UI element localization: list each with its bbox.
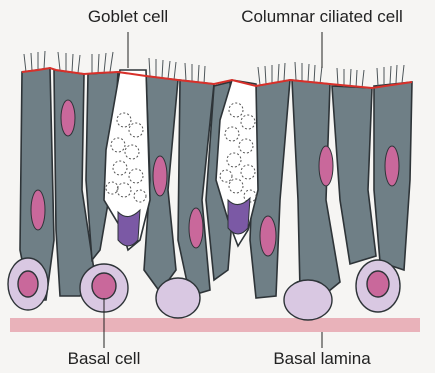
basal-lamina <box>10 318 420 332</box>
basal-cell-nucleus <box>18 271 38 297</box>
basal-cell-nucleus <box>367 271 389 297</box>
basal-cell <box>156 278 200 318</box>
columnar-cells <box>20 68 412 300</box>
columnar-cell <box>332 86 376 264</box>
basal-cell-label: Basal cell <box>68 349 141 368</box>
columnar-cell <box>292 80 340 300</box>
goblet-cell-label: Goblet cell <box>88 7 168 26</box>
columnar-ciliated-cell-label: Columnar ciliated cell <box>241 7 403 26</box>
basal-cell-nucleus <box>92 273 116 299</box>
basal-cell <box>284 280 332 320</box>
basal-lamina-label: Basal lamina <box>273 349 371 368</box>
